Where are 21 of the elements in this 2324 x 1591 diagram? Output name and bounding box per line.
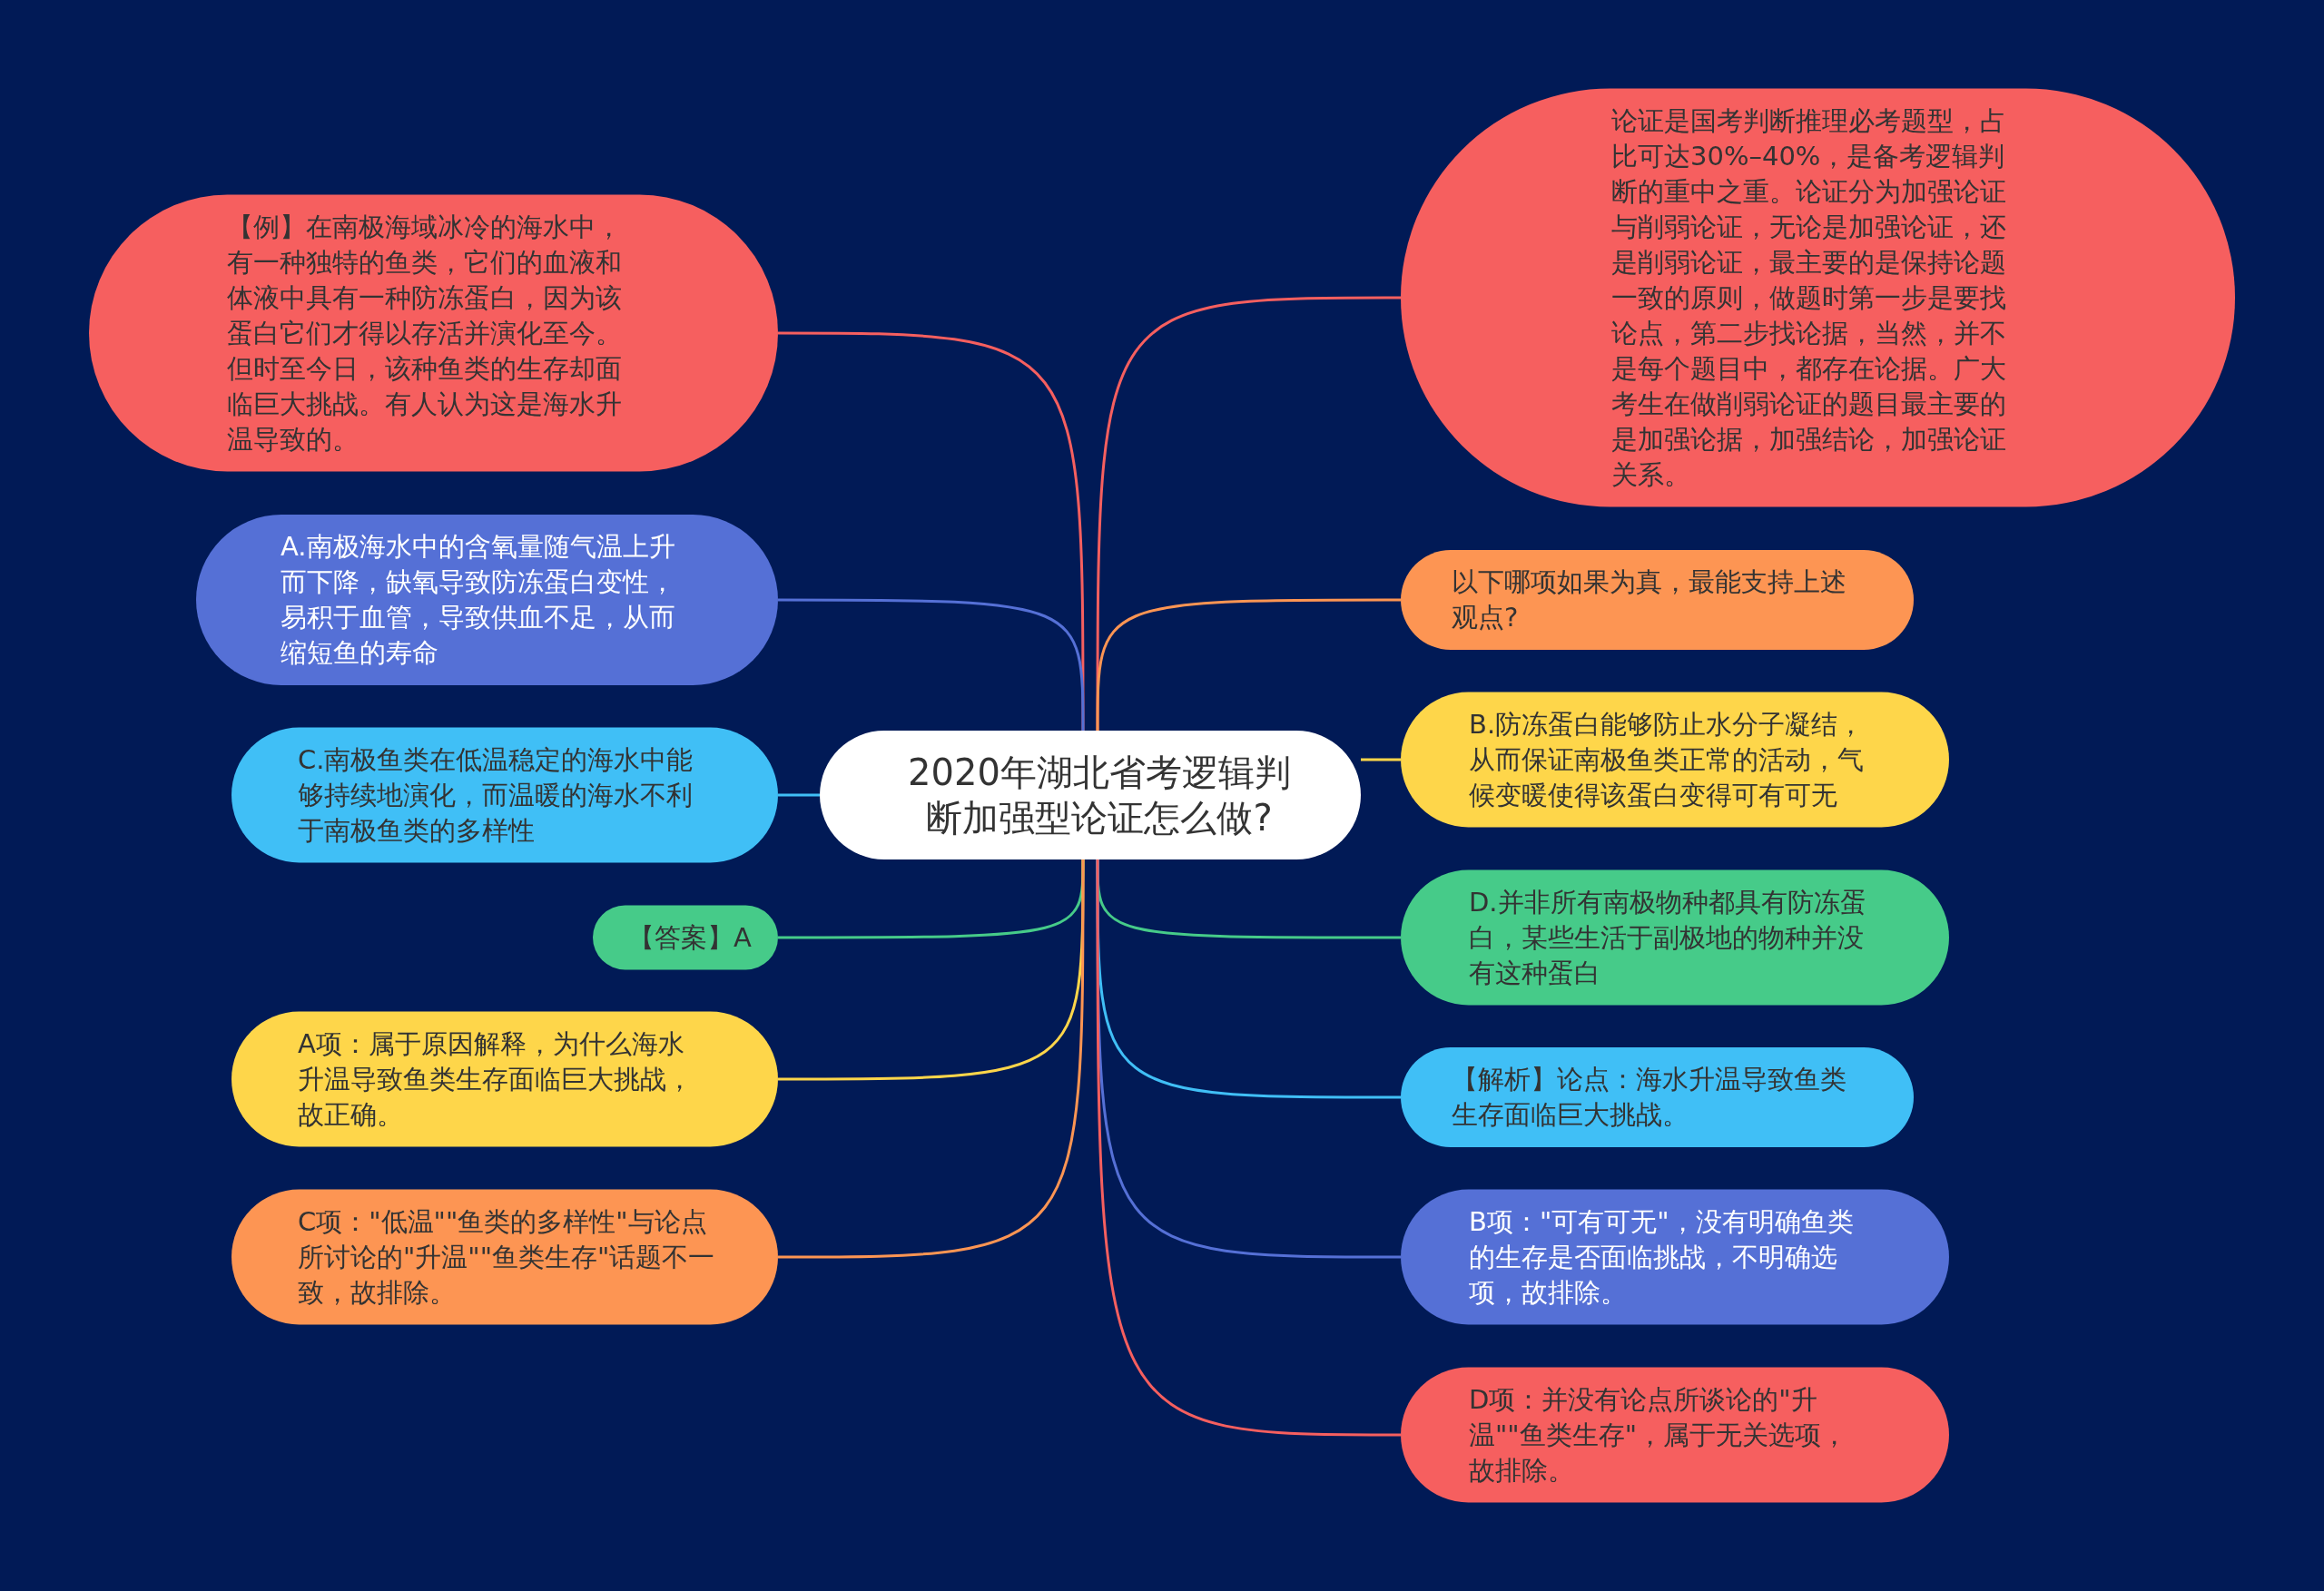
topic-text: C项："低温""鱼类的多样性"与论点所讨论的"升温""鱼类生存"话题不一致，故排除。 [298, 1204, 716, 1310]
topic-text: 论证是国考判断推理必考题型，占比可达30%–40%，是备考逻辑判断的重中之重。论证分为加强论证与削弱论证，无论是加强论证，还是削弱论证，最主要的是保持论题一致的原则，做题时第一步是要找论点，第二步找论据，当然，并不是每个题目中，都存在论据。广大考生在做削弱论证的题目最主要的是加强论据，加强结论，加强论证关系。 [1611, 103, 2007, 492]
topic-text: B项："可有可无"，没有明确鱼类的生存是否面临挑战，不明确选项，故排除。 [1469, 1204, 1855, 1310]
topic-text: C.南极鱼类在低温稳定的海水中能够持续地演化，而温暖的海水不利于南极鱼类的多样性 [298, 742, 694, 848]
connector-line [1096, 296, 1401, 731]
connector-line [1096, 598, 1401, 731]
topic-text: D项：并没有论点所谈论的"升温""鱼类生存"，属于无关选项，故排除。 [1469, 1382, 1849, 1488]
topic-text: 2020年湖北省考逻辑判断加强型论证怎么做? [907, 751, 1292, 840]
connector-line [778, 598, 1085, 731]
topic-text: 【解析】论点：海水升温导致鱼类生存面临巨大挑战。 [1452, 1063, 1847, 1132]
topic-text: A项：属于原因解释，为什么海水升温导致鱼类生存面临巨大挑战，故正确。 [298, 1026, 694, 1132]
connector-line [778, 793, 820, 797]
topic-text: B.防冻蛋白能够防止水分子凝结，从而保证南极鱼类正常的活动，气候变暖使得该蛋白变得可有可无 [1469, 707, 1866, 812]
connector-line [1361, 758, 1401, 761]
connector-line [778, 859, 1085, 1259]
topic-text: 【例】在南极海域冰冷的海水中，有一种独特的鱼类，它们的血液和体液中具有一种防冻蛋白，因为该蛋白它们才得以存活并演化至今。但时至今日，该种鱼类的生存却面临巨大挑战。有人认为这是海水升温导致的。 [227, 210, 623, 457]
topic-text: 【答案】A [628, 920, 753, 955]
connector-line [1096, 859, 1401, 1437]
topic-text: 以下哪项如果为真，最能支持上述观点? [1452, 565, 1847, 634]
topic-text: A.南极海水中的含氧量随气温上升而下降，缺氧导致防冻蛋白变性，易积于血管，导致供血不足，从而缩短鱼的寿命 [281, 530, 676, 670]
topic-text: D.并非所有南极物种都具有防冻蛋白，某些生活于副极地的物种并没有这种蛋白 [1469, 885, 1867, 990]
